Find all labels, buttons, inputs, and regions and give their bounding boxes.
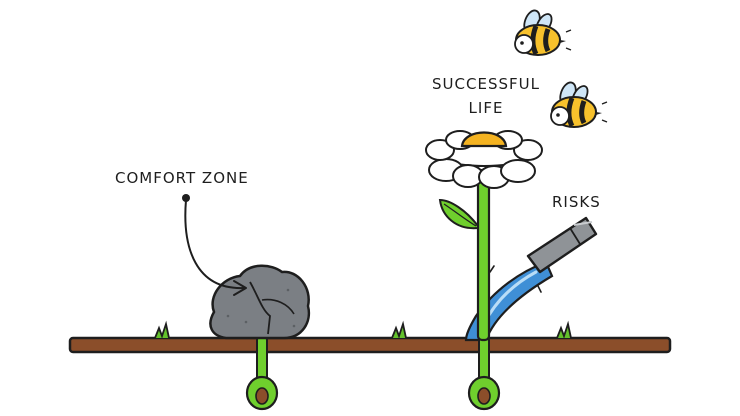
successful-life-label-line2: LIFE	[468, 99, 504, 117]
seed	[255, 387, 269, 405]
flower-stem	[438, 168, 491, 342]
comfort-zone-arrow	[182, 194, 247, 296]
flower-center	[460, 131, 508, 148]
daisy-flower	[425, 130, 543, 189]
grass-tuft-right	[556, 320, 572, 339]
hose	[526, 216, 598, 274]
flower-root	[467, 335, 501, 411]
comfort-zone-label: COMFORT ZONE	[115, 169, 249, 187]
grass-tuft-middle	[391, 320, 407, 339]
ground	[68, 320, 672, 354]
grass-tuft-left	[154, 320, 170, 339]
successful-life-label: SUCCESSFUL LIFE	[430, 72, 542, 120]
bee-icon	[550, 81, 608, 128]
comfort-zone-sprout	[245, 335, 279, 411]
risks-label: RISKS	[552, 193, 601, 211]
successful-life-label-line1: SUCCESSFUL	[432, 75, 540, 93]
bee-icon	[514, 9, 572, 56]
rock	[209, 264, 311, 340]
